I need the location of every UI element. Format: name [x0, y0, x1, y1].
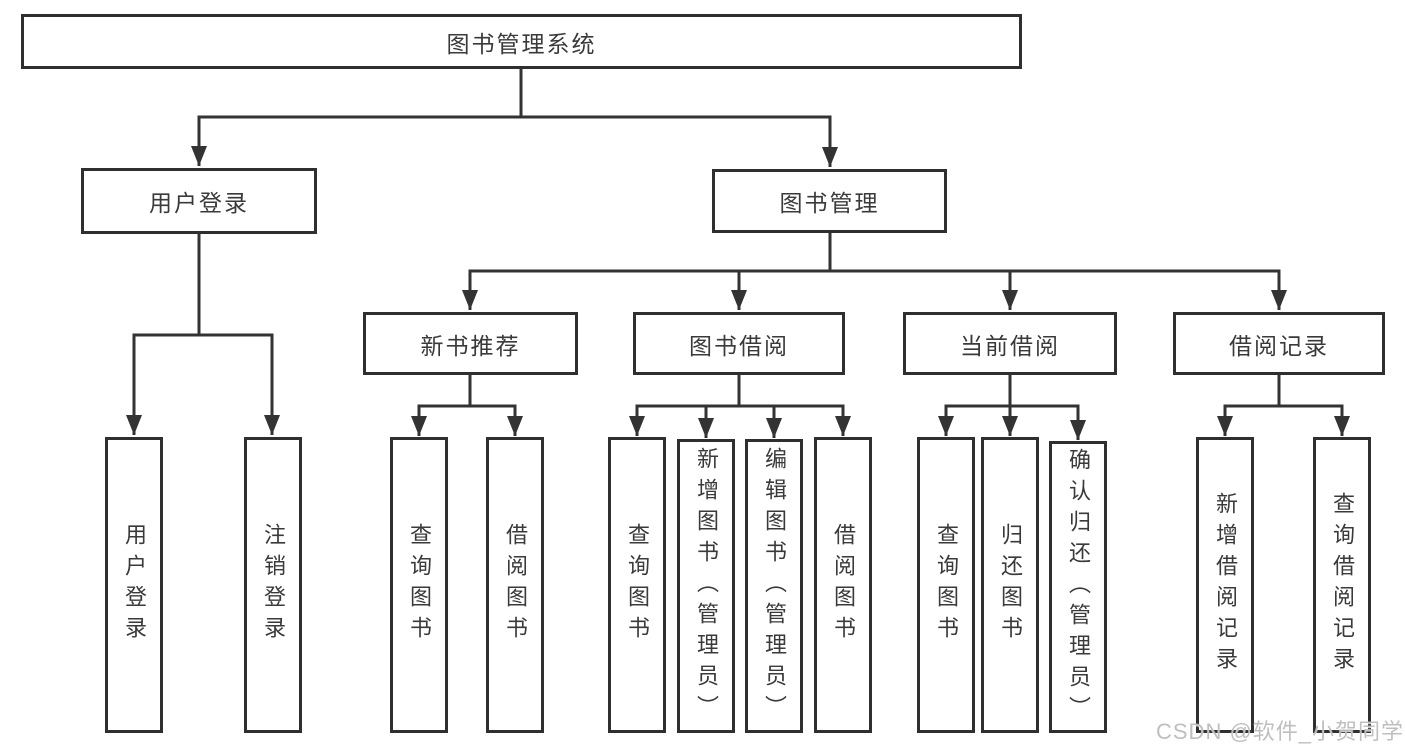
- leaf-logout: 注销登录: [244, 437, 302, 733]
- leaf-label: 确认归还（管理员）: [1066, 447, 1091, 727]
- leaf-label: 用户登录: [122, 523, 147, 647]
- leaf-label: 新增图书（管理员）: [694, 446, 719, 726]
- leaf-borrow-books-recommendation: 借阅图书: [486, 437, 544, 733]
- tree-edges: [126, 69, 1350, 440]
- leaf-label: 归还图书: [998, 523, 1023, 647]
- leaf-confirm-return-admin: 确认归还（管理员）: [1049, 441, 1107, 733]
- leaf-add-borrow-record: 新增借阅记录: [1196, 437, 1254, 733]
- leaf-label: 借阅图书: [503, 523, 528, 647]
- leaf-return-books: 归还图书: [981, 437, 1039, 733]
- leaf-query-borrow-record: 查询借阅记录: [1313, 437, 1371, 733]
- leaf-label: 借阅图书: [831, 523, 856, 647]
- csdn-watermark: CSDN @软件_小贺同学: [1156, 719, 1405, 744]
- node-book-borrowing: 图书借阅: [633, 312, 845, 375]
- leaf-label: 查询图书: [407, 523, 432, 647]
- leaf-user-login: 用户登录: [105, 437, 163, 733]
- leaf-label: 查询图书: [625, 523, 650, 647]
- leaf-borrow-books: 借阅图书: [814, 437, 872, 733]
- leaf-query-books-borrowing: 查询图书: [608, 437, 666, 733]
- leaf-add-books-admin: 新增图书（管理员）: [677, 439, 735, 733]
- node-new-book-recommendation: 新书推荐: [363, 312, 578, 375]
- node-current-borrowing: 当前借阅: [903, 312, 1117, 375]
- leaf-query-books-current: 查询图书: [917, 437, 975, 733]
- leaf-label: 注销登录: [261, 523, 286, 647]
- leaf-edit-books-admin: 编辑图书（管理员）: [745, 439, 803, 733]
- node-root-library-management-system: 图书管理系统: [21, 14, 1022, 69]
- leaf-label: 查询图书: [934, 523, 959, 647]
- node-book-management: 图书管理: [712, 169, 947, 233]
- leaf-label: 查询借阅记录: [1330, 492, 1355, 678]
- node-borrowing-records: 借阅记录: [1173, 312, 1385, 375]
- leaf-label: 新增借阅记录: [1213, 492, 1238, 678]
- leaf-label: 编辑图书（管理员）: [762, 446, 787, 726]
- leaf-query-books-recommendation: 查询图书: [390, 437, 448, 733]
- node-user-login: 用户登录: [81, 168, 317, 234]
